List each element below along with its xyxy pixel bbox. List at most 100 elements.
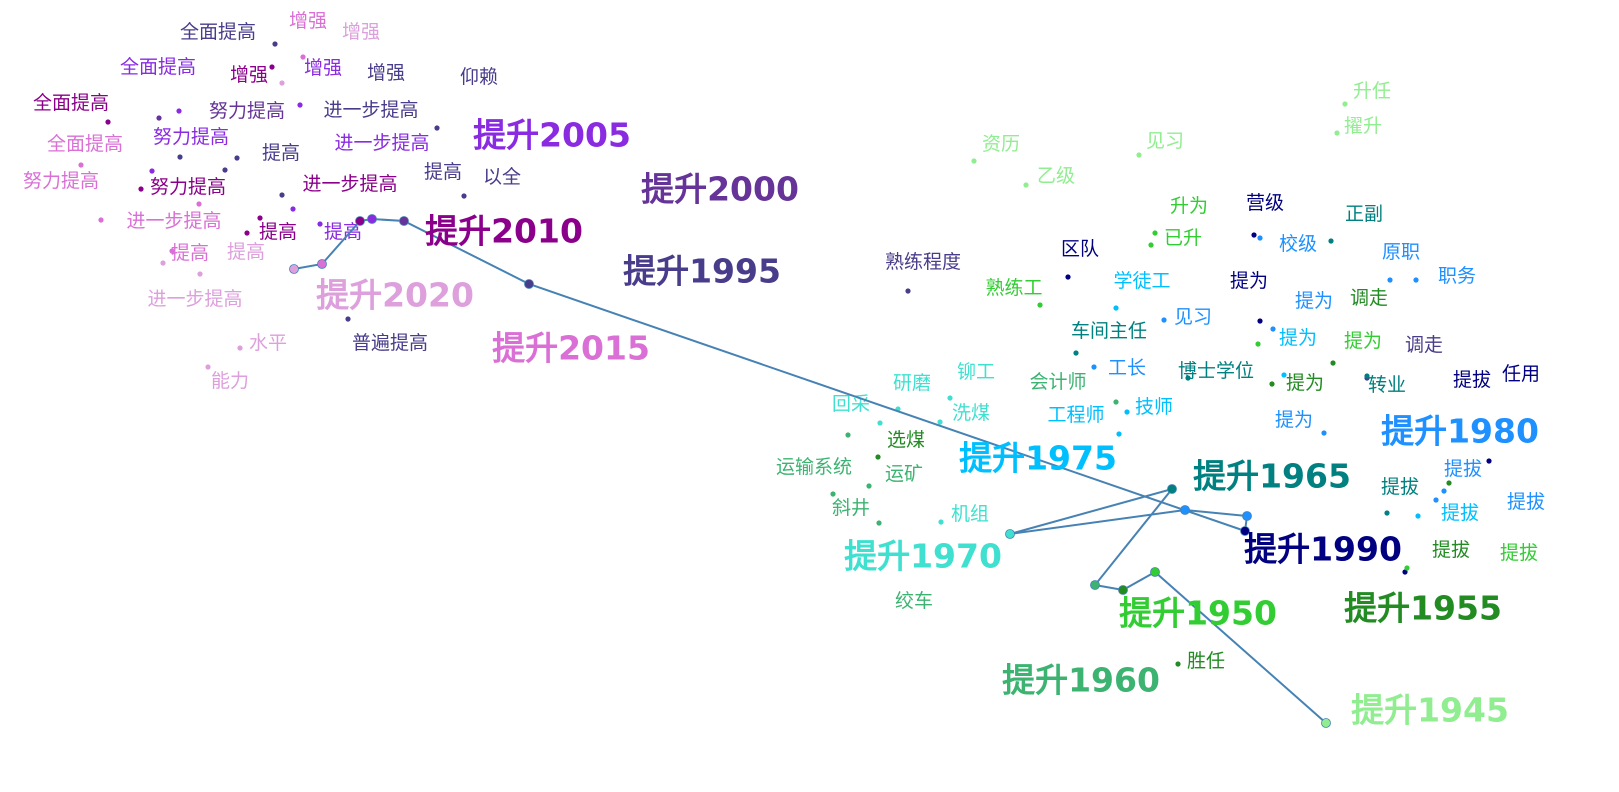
- neighbor-label: 提拔: [1500, 542, 1538, 564]
- year-label: 提升1950: [1119, 594, 1277, 633]
- neighbor-point: [1486, 458, 1492, 464]
- neighbor-point: [1384, 510, 1390, 516]
- year-label: 提升2000: [641, 170, 799, 209]
- neighbor-label: 调走: [1405, 334, 1443, 356]
- neighbor-label: 机组: [951, 503, 989, 525]
- neighbor-label: 努力提高: [150, 176, 226, 198]
- neighbor-point: [244, 230, 250, 236]
- neighbor-label: 擢升: [1344, 115, 1382, 137]
- year-label: 提升2015: [492, 329, 650, 368]
- neighbor-point: [1441, 488, 1447, 494]
- neighbor-label: 提为: [1344, 330, 1382, 352]
- year-label: 提升1965: [1193, 457, 1351, 496]
- neighbor-point: [105, 119, 111, 125]
- year-label: 提升1975: [959, 439, 1117, 478]
- neighbor-label: 提拔: [1432, 539, 1470, 561]
- neighbor-point: [1161, 317, 1167, 323]
- year-point: [289, 264, 299, 274]
- year-point: [1180, 505, 1190, 515]
- neighbor-label: 升为: [1170, 195, 1208, 217]
- neighbor-point: [866, 483, 872, 489]
- neighbor-label: 任用: [1502, 363, 1540, 385]
- neighbor-label: 技师: [1135, 396, 1173, 418]
- neighbor-point: [138, 186, 144, 192]
- neighbor-label: 区队: [1061, 238, 1099, 260]
- neighbor-label: 普遍提高: [352, 332, 428, 354]
- neighbor-point: [1113, 399, 1119, 405]
- neighbor-point: [1152, 230, 1158, 236]
- neighbor-label: 提为: [1275, 409, 1313, 431]
- neighbor-point: [169, 248, 175, 254]
- neighbor-label: 熟练工: [985, 277, 1042, 299]
- neighbor-point: [1037, 302, 1043, 308]
- neighbor-point: [1116, 431, 1122, 437]
- neighbor-point: [1364, 373, 1370, 379]
- neighbor-label: 提高: [259, 221, 297, 243]
- neighbor-point: [317, 221, 323, 227]
- neighbor-point: [300, 54, 306, 60]
- neighbor-label: 学徒工: [1113, 270, 1170, 292]
- neighbor-point: [1387, 277, 1393, 283]
- neighbor-label: 选煤: [887, 429, 925, 451]
- neighbor-point: [1404, 565, 1410, 571]
- neighbor-label: 增强: [230, 64, 268, 86]
- neighbor-label: 提高: [262, 142, 300, 164]
- neighbor-point: [257, 215, 263, 221]
- year-point: [1240, 526, 1250, 536]
- neighbor-label: 博士学位: [1178, 360, 1254, 382]
- neighbor-label: 进一步提高: [323, 99, 418, 121]
- neighbor-label: 进一步提高: [126, 210, 221, 232]
- neighbor-point: [1446, 480, 1452, 486]
- year-point: [1005, 529, 1015, 539]
- neighbor-point: [1257, 318, 1263, 324]
- neighbor-point: [845, 432, 851, 438]
- neighbor-point: [461, 193, 467, 199]
- neighbor-point: [971, 158, 977, 164]
- neighbor-point: [1065, 274, 1071, 280]
- year-point: [399, 216, 409, 226]
- neighbor-point: [1136, 152, 1142, 158]
- neighbor-label: 仰赖: [460, 66, 498, 88]
- neighbor-label: 见习: [1146, 130, 1184, 152]
- neighbor-label: 营级: [1246, 192, 1284, 214]
- neighbor-point: [1175, 661, 1181, 667]
- neighbor-label: 努力提高: [23, 170, 99, 192]
- neighbor-point: [345, 316, 351, 322]
- neighbor-label: 提为: [1279, 327, 1317, 349]
- neighbor-point: [297, 102, 303, 108]
- neighbor-label: 增强: [367, 62, 405, 84]
- neighbor-point: [1091, 364, 1097, 370]
- neighbor-point: [1270, 326, 1276, 332]
- neighbor-point: [160, 260, 166, 266]
- neighbor-label: 提拔: [1444, 458, 1482, 480]
- neighbor-point: [947, 395, 953, 401]
- neighbor-label: 全面提高: [33, 92, 109, 114]
- trajectory-points-layer: [289, 214, 1331, 728]
- neighbor-point: [1328, 238, 1334, 244]
- year-point: [524, 279, 534, 289]
- neighbor-point: [1269, 381, 1275, 387]
- neighbor-label: 以全: [483, 166, 521, 188]
- neighbor-label: 已升: [1164, 227, 1202, 249]
- neighbor-label: 全面提高: [120, 56, 196, 78]
- neighbor-label: 工程师: [1047, 404, 1104, 426]
- neighbor-point: [234, 155, 240, 161]
- year-point: [1242, 511, 1252, 521]
- neighbor-point: [279, 80, 285, 86]
- neighbor-label: 全面提高: [180, 21, 256, 43]
- neighbor-point: [237, 345, 243, 351]
- neighbor-point: [1281, 372, 1287, 378]
- neighbor-label: 正副: [1345, 203, 1383, 225]
- neighbor-point: [1330, 360, 1336, 366]
- neighbor-label: 车间主任: [1071, 320, 1147, 342]
- neighbor-labels-layer: 全面提高增强增强全面提高增强增强增强仰赖全面提高努力提高进一步提高全面提高努力提…: [23, 10, 1545, 672]
- neighbor-label: 洗煤: [952, 402, 990, 424]
- neighbor-label: 提为: [1295, 290, 1333, 312]
- neighbor-label: 进一步提高: [302, 173, 397, 195]
- neighbor-label: 研磨: [893, 372, 931, 394]
- neighbor-label: 能力: [211, 370, 249, 392]
- neighbor-point: [1413, 277, 1419, 283]
- year-label: 提升1955: [1344, 589, 1502, 628]
- neighbor-point: [434, 125, 440, 131]
